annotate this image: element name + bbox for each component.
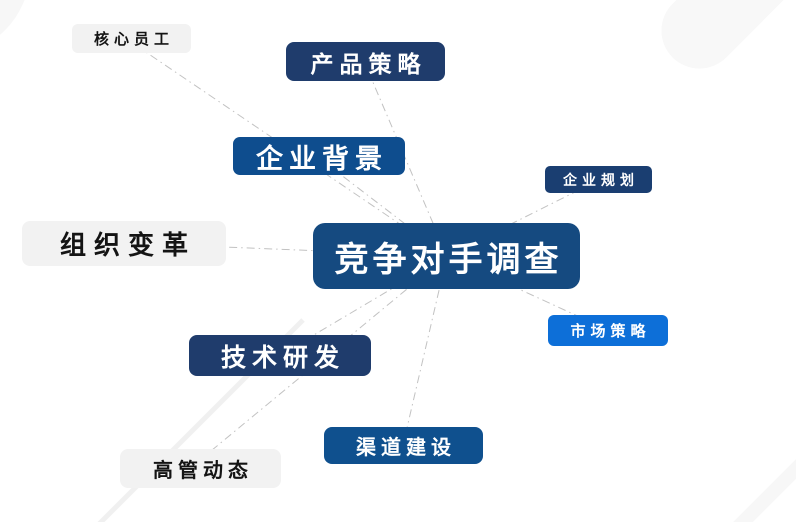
node-tech-rd[interactable]: 技术研发 (189, 335, 371, 376)
node-org-change[interactable]: 组织变革 (22, 221, 226, 266)
node-channel-building[interactable]: 渠道建设 (324, 427, 483, 464)
connector-line-channel-building (402, 255, 448, 446)
node-center-competitor-investigation[interactable]: 竞争对手调查 (313, 223, 580, 289)
decor-stripe-bottomright (733, 459, 796, 522)
decor-circle-topleft (0, 0, 25, 35)
node-product-strategy[interactable]: 产品策略 (286, 42, 445, 81)
node-executive-news[interactable]: 高管动态 (120, 449, 281, 488)
node-company-background[interactable]: 企业背景 (233, 137, 405, 175)
connector-line-core-staff (130, 41, 448, 257)
node-company-planning[interactable]: 企业规划 (545, 166, 652, 193)
node-market-strategy[interactable]: 市场策略 (548, 315, 668, 346)
node-core-staff[interactable]: 核心员工 (72, 24, 191, 53)
decor-pill-topright (661, 0, 796, 69)
